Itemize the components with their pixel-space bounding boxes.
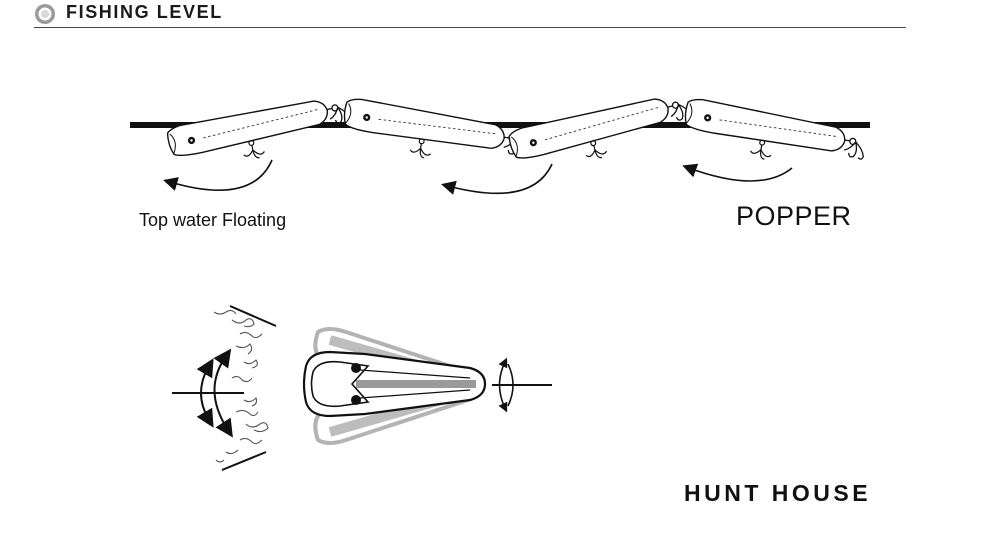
water-line: [130, 122, 870, 128]
tail-sway-indicator: [492, 357, 552, 413]
lure-position-1: [165, 89, 356, 177]
motion-arrow-2: [441, 163, 553, 195]
motion-arrow-3: [682, 163, 793, 182]
section-title: FISHING LEVEL: [66, 2, 223, 22]
head-sway-indicator: [172, 348, 244, 438]
action-label: Top water Floating: [139, 210, 287, 230]
lure-position-3: [506, 86, 697, 179]
lure-type-label: POPPER: [736, 201, 852, 231]
top-view-lure: [302, 350, 487, 418]
header-divider: [34, 27, 906, 28]
motion-arrow-1: [163, 159, 273, 192]
brand-name: HUNT HOUSE: [684, 480, 872, 506]
lure-position-4: [679, 96, 869, 177]
ring-icon: [35, 4, 55, 24]
lure-position-2: [338, 96, 529, 174]
section-header: FISHING LEVEL: [34, 0, 906, 30]
water-splash: [213, 305, 277, 471]
